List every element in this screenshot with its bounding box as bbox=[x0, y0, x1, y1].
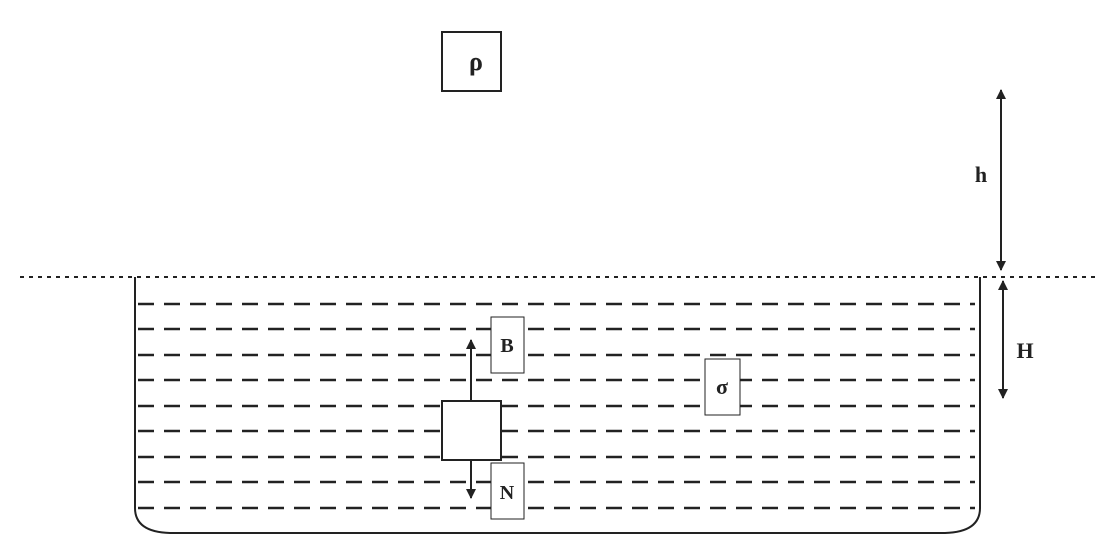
sigma-label-box: σ bbox=[704, 358, 741, 416]
B-label: B bbox=[500, 335, 513, 357]
depth-H-dimension: H bbox=[998, 280, 1034, 399]
liquid-lines bbox=[138, 302, 975, 510]
sigma-label: σ bbox=[716, 374, 728, 399]
falling-block: ρ bbox=[441, 31, 502, 92]
buoyancy-label-box: B bbox=[490, 316, 525, 374]
container bbox=[134, 277, 981, 534]
H-label: H bbox=[1016, 338, 1033, 363]
h-label: h bbox=[975, 162, 987, 187]
N-label: N bbox=[500, 482, 515, 504]
height-h-dimension: h bbox=[975, 89, 1006, 271]
rho-label: ρ bbox=[469, 47, 483, 76]
submerged-block bbox=[441, 400, 502, 461]
N-label-box: N bbox=[490, 462, 525, 520]
